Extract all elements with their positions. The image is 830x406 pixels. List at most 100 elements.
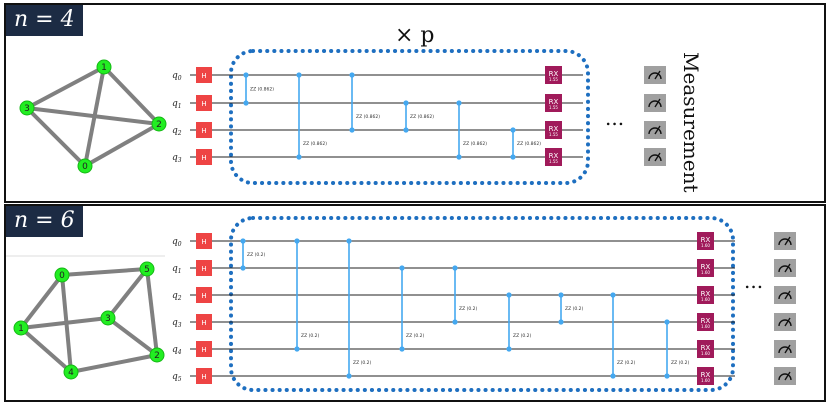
circuit-n6-meter (774, 340, 796, 358)
circuit-n6-meter-arc (778, 373, 792, 381)
circuit-n6-rx-gate (697, 232, 714, 250)
circuit-n6-h-label: H (201, 265, 206, 273)
circuit-n6-zz-dot (240, 238, 246, 244)
circuit-n4-zz-dot (403, 100, 409, 106)
circuit-n6-qubit-label: q3 (172, 318, 182, 329)
circuit-n4-zz-dot (296, 72, 302, 78)
circuit-n6-rx-param: 1.60 (701, 297, 710, 302)
circuit-n4-meter (644, 94, 666, 112)
circuit-n4-rx-param: 1.55 (549, 159, 558, 164)
graph-n6-node-label: 2 (154, 351, 160, 361)
graph-n6-edge (106, 316, 159, 357)
circuit-n6-zz-dot (452, 319, 458, 325)
circuit-n4-meter-arc (648, 127, 662, 135)
circuit-n4-zz-label: ZZ (0.862) (303, 141, 327, 147)
circuit-n4-meter-needle (654, 70, 661, 80)
circuit-n4-meter-needle (654, 125, 661, 135)
graph-n4-node-label: 3 (24, 104, 30, 114)
graph-n4-edge (26, 65, 105, 110)
graph-n6-node (13, 320, 29, 336)
graph-n4-node-label: 0 (82, 162, 88, 172)
circuit-n6-meter-arc (778, 238, 792, 246)
circuit-n4-rx-param: 1.55 (549, 77, 558, 82)
circuit-n6-rx-gate (697, 259, 714, 277)
circuit-n6-rx-param: 1.60 (701, 270, 710, 275)
circuit-n6-rx-label: RX (701, 371, 711, 379)
circuit-n6-zz-dot (346, 238, 352, 244)
circuit-n4-h-gate (196, 67, 212, 83)
circuit-n4-zz-dot (456, 154, 462, 160)
circuit-n6-rx-param: 1.60 (701, 378, 710, 383)
circuit-n4-h-gate (196, 95, 212, 111)
graph-n6-node (149, 347, 165, 363)
circuit-n6-rx-param: 1.60 (701, 243, 710, 248)
panel-tag-n4: n = 4 (6, 5, 83, 36)
graph-n4-node (19, 100, 35, 116)
graph-n4-node (96, 59, 112, 75)
circuit-n4-h-label: H (201, 72, 206, 80)
circuit-n6-qubit-label: q2 (172, 291, 182, 302)
circuit-n6-h-gate (196, 287, 212, 303)
circuit-n4-h-label: H (201, 154, 206, 162)
circuit-n4-meter-needle (654, 98, 661, 108)
circuit-n6-zz-dot (452, 265, 458, 271)
circuit-n6-h-label: H (201, 373, 206, 381)
circuit-n6-zz-dot (506, 346, 512, 352)
circuit-n6-zz-dot (558, 319, 564, 325)
circuit-n4-rx-gate (545, 94, 562, 112)
circuit-n4-zz-dot (510, 127, 516, 133)
circuit-n6-h-gate (196, 314, 212, 330)
circuit-n6-meter-needle (784, 344, 791, 354)
circuit-n6-h-label: H (201, 292, 206, 300)
ellipsis-top: ... (605, 106, 624, 130)
circuit-n6-meter-needle (784, 371, 791, 381)
circuit-n4-zz-label: ZZ (0.862) (517, 141, 541, 147)
graph-n4-node-label: 1 (101, 63, 107, 73)
circuit-n4-qubit-label: q2 (172, 126, 182, 137)
circuit-n4-zz-label: ZZ (0.862) (356, 114, 380, 120)
circuit-n4-h-gate (196, 149, 212, 165)
circuit-n6-h-label: H (201, 238, 206, 246)
circuit-n4-zz-label: ZZ (0.862) (463, 141, 487, 147)
circuit-n6-meter (774, 232, 796, 250)
circuit-n4-meter-needle (654, 152, 661, 162)
graph-n6-node (54, 267, 70, 283)
circuit-n4-rx-label: RX (549, 125, 559, 133)
circuit-n4-rx-label: RX (549, 152, 559, 160)
graph-n4-node (77, 158, 93, 174)
circuit-n6-zz-dot (610, 373, 616, 379)
circuit-n6-rx-label: RX (701, 317, 711, 325)
circuit-n6-h-gate (196, 233, 212, 249)
circuit-n4-h-label: H (201, 100, 206, 108)
circuit-n6-zz-dot (399, 346, 405, 352)
graph-n6-edge (145, 268, 159, 356)
circuit-n4-rx-gate (545, 121, 562, 139)
circuit-n6-zz-dot (664, 373, 670, 379)
circuit-n6-zz-label: ZZ (0.2) (565, 306, 584, 312)
circuit-n6-zz-label: ZZ (0.2) (671, 360, 690, 366)
circuit-n4-rx-gate (545, 66, 562, 84)
circuit-n4-meter-arc (648, 154, 662, 162)
circuit-n6-zz-dot (664, 319, 670, 325)
circuit-n6-qubit-label: q4 (172, 345, 182, 356)
graph-n6-node-label: 5 (144, 265, 150, 275)
circuit-n4-rx-gate (545, 148, 562, 166)
circuit-n6-zz-label: ZZ (0.2) (353, 360, 372, 366)
circuit-n4-zz-dot (243, 72, 249, 78)
graph-n6-edge (19, 273, 64, 330)
circuit-n6-rx-gate (697, 367, 714, 385)
circuit-n4-zz-label: ZZ (0.862) (410, 114, 434, 120)
graph-n6-edge (61, 267, 148, 277)
measurement-label: Measurement (679, 52, 703, 193)
circuit-n6-zz-dot (506, 292, 512, 298)
circuit-n6-meter (774, 367, 796, 385)
circuit-n6-meter-arc (778, 319, 792, 327)
graph-n6-node (100, 310, 116, 326)
circuit-n6-rx-gate (697, 340, 714, 358)
circuit-n6-h-label: H (201, 346, 206, 354)
circuit-n6-meter-needle (784, 263, 791, 273)
circuit-n6-meter (774, 259, 796, 277)
circuit-n6-repeat-box (229, 216, 735, 392)
circuit-n6-qubit-label: q1 (172, 264, 182, 275)
graph-n4-node (151, 116, 167, 132)
